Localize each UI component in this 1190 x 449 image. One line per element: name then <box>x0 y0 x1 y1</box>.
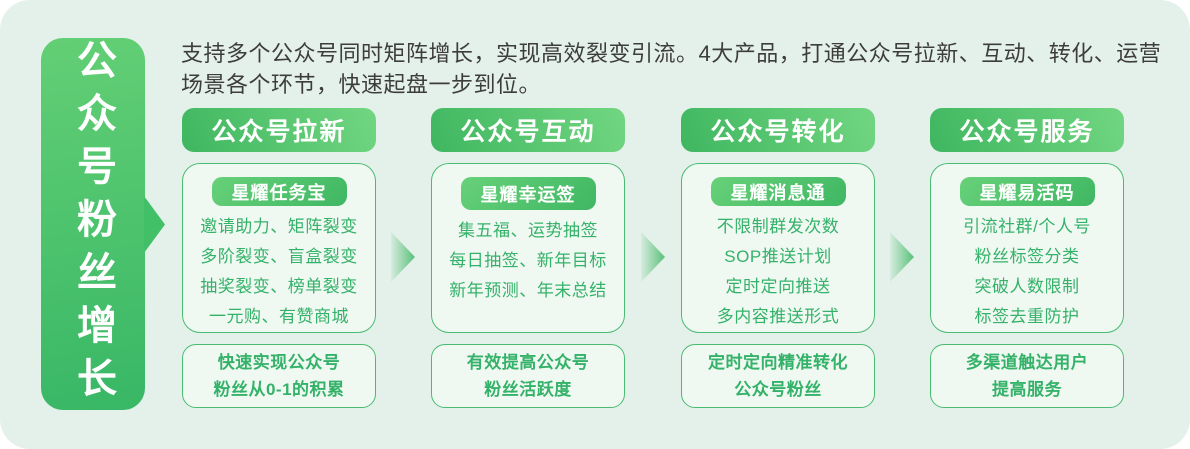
product-card: 星耀易活码 引流社群/个人号 粉丝标签分类 突破人数限制 标签去重防护 <box>930 163 1124 333</box>
feature-item: 新年预测、年末总结 <box>449 281 607 300</box>
column-header-pill: 公众号转化 <box>681 108 875 152</box>
benefit-line: 粉丝从0-1的积累 <box>213 380 345 399</box>
feature-item: 每日抽签、新年目标 <box>449 251 607 270</box>
product-column-lahin: 公众号拉新 星耀任务宝 邀请助力、矩阵裂变 多阶裂变、盲盒裂变 抽奖裂变、榜单裂… <box>182 108 376 418</box>
benefit-line: 多渠道触达用户 <box>965 353 1089 372</box>
column-header-pill: 公众号互动 <box>431 108 625 152</box>
product-badge: 星耀易活码 <box>959 177 1095 206</box>
feature-list: 不限制群发次数 SOP推送计划 定时定向推送 多内容推送形式 <box>717 212 840 332</box>
intro-paragraph: 支持多个公众号同时矩阵增长，实现高效裂变引流。4大产品，打通公众号拉新、互动、转… <box>181 41 1162 97</box>
banner-title: 公众号粉丝增长 <box>71 38 115 410</box>
feature-list: 引流社群/个人号 粉丝标签分类 突破人数限制 标签去重防护 <box>963 212 1091 332</box>
product-badge: 星耀幸运签 <box>460 177 596 210</box>
benefit-line: 快速实现公众号 <box>217 353 341 372</box>
arrow-right-icon <box>890 232 914 282</box>
benefit-card: 快速实现公众号 粉丝从0-1的积累 <box>182 344 376 408</box>
product-badge: 星耀消息通 <box>710 177 846 206</box>
benefit-card: 多渠道触达用户 提高服务 <box>930 344 1124 408</box>
benefit-line: 公众号粉丝 <box>734 380 822 399</box>
product-card: 星耀任务宝 邀请助力、矩阵裂变 多阶裂变、盲盒裂变 抽奖裂变、榜单裂变 一元购、… <box>182 163 376 333</box>
column-header-pill: 公众号拉新 <box>182 108 376 152</box>
product-card: 星耀消息通 不限制群发次数 SOP推送计划 定时定向推送 多内容推送形式 <box>681 163 875 333</box>
feature-item: 定时定向推送 <box>725 277 831 296</box>
column-header-pill: 公众号服务 <box>930 108 1124 152</box>
benefit-line: 粉丝活跃度 <box>484 380 572 399</box>
arrow-right-icon <box>391 232 415 282</box>
product-column-fuwu: 公众号服务 星耀易活码 引流社群/个人号 粉丝标签分类 突破人数限制 标签去重防… <box>930 108 1124 418</box>
feature-list: 邀请助力、矩阵裂变 多阶裂变、盲盒裂变 抽奖裂变、榜单裂变 一元购、有赞商城 <box>200 212 358 332</box>
product-column-hudong: 公众号互动 星耀幸运签 集五福、运势抽签 每日抽签、新年目标 新年预测、年末总结… <box>431 108 625 418</box>
feature-item: 集五福、运势抽签 <box>458 221 598 240</box>
product-card: 星耀幸运签 集五福、运势抽签 每日抽签、新年目标 新年预测、年末总结 <box>431 163 625 333</box>
feature-item: 多内容推送形式 <box>716 307 840 326</box>
feature-item: 一元购、有赞商城 <box>209 307 349 326</box>
benefit-line: 有效提高公众号 <box>466 353 590 372</box>
feature-item: SOP推送计划 <box>724 247 832 266</box>
product-badge: 星耀任务宝 <box>211 177 347 206</box>
feature-list: 集五福、运势抽签 每日抽签、新年目标 新年预测、年末总结 <box>449 216 607 306</box>
feature-item: 抽奖裂变、榜单裂变 <box>200 277 358 296</box>
feature-item: 标签去重防护 <box>974 307 1080 326</box>
feature-item: 邀请助力、矩阵裂变 <box>200 217 358 236</box>
benefit-card: 有效提高公众号 粉丝活跃度 <box>431 344 625 408</box>
vertical-banner: 公众号粉丝增长 <box>41 38 145 410</box>
benefit-card: 定时定向精准转化 公众号粉丝 <box>681 344 875 408</box>
benefit-line: 提高服务 <box>992 380 1062 399</box>
feature-item: 粉丝标签分类 <box>974 247 1080 266</box>
feature-item: 多阶裂变、盲盒裂变 <box>200 247 358 266</box>
feature-item: 不限制群发次数 <box>716 217 840 236</box>
feature-item: 突破人数限制 <box>974 277 1080 296</box>
benefit-line: 定时定向精准转化 <box>708 353 848 372</box>
banner-arrow-right-icon <box>144 196 165 253</box>
feature-item: 引流社群/个人号 <box>963 217 1091 236</box>
product-column-zhuanhua: 公众号转化 星耀消息通 不限制群发次数 SOP推送计划 定时定向推送 多内容推送… <box>681 108 875 418</box>
arrow-right-icon <box>641 232 665 282</box>
